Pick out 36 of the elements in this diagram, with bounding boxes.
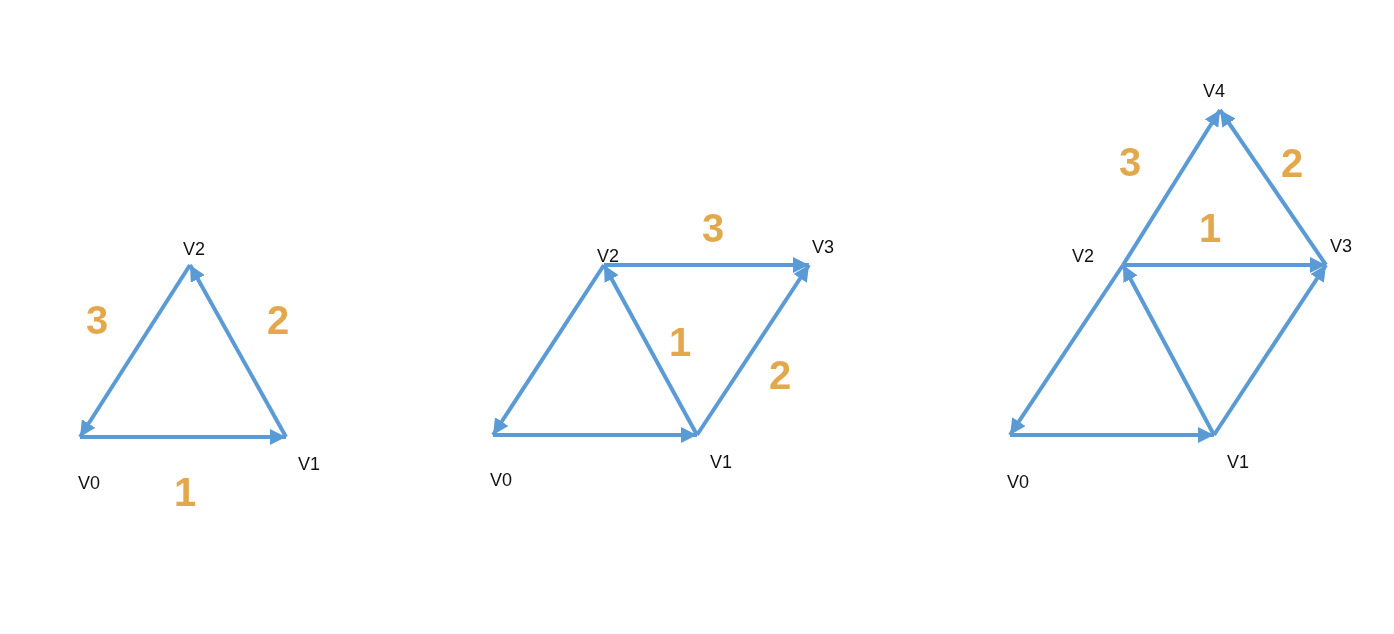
order-number: 2 [768, 355, 792, 395]
arrow [78, 263, 192, 439]
vertex-label: V2 [597, 247, 620, 265]
arrow [1121, 264, 1216, 436]
arrow [1218, 108, 1328, 267]
arrow [604, 257, 809, 273]
order-number: 2 [266, 300, 290, 340]
order-number: 3 [701, 208, 725, 248]
arrow [80, 429, 286, 445]
arrow [695, 263, 811, 437]
vertex-label: V0 [78, 474, 101, 492]
arrow [188, 264, 288, 438]
arrow [1212, 263, 1328, 437]
order-number: 3 [85, 300, 109, 340]
vertex-label: V0 [1007, 473, 1030, 491]
vertex-label: V4 [1203, 82, 1226, 100]
vertex-label: V1 [1227, 453, 1250, 471]
arrow [1121, 108, 1222, 267]
order-number: 1 [668, 322, 692, 362]
arrow [1010, 427, 1214, 443]
vertex-label: V1 [710, 453, 733, 471]
arrow [1123, 257, 1326, 273]
vertex-label: V0 [490, 471, 513, 489]
vertex-label: V1 [298, 455, 321, 473]
vertex-label: V2 [183, 240, 206, 258]
order-number: 2 [1280, 143, 1304, 183]
vertex-label: V2 [1072, 247, 1095, 265]
vertex-label: V3 [812, 238, 835, 256]
order-number: 3 [1118, 142, 1142, 182]
order-number: 1 [173, 472, 197, 512]
order-number: 1 [1198, 208, 1222, 248]
arrow [602, 264, 699, 436]
arrow [1008, 263, 1125, 437]
vertex-label: V3 [1330, 237, 1353, 255]
arrow [491, 263, 606, 437]
arrow [493, 427, 697, 443]
